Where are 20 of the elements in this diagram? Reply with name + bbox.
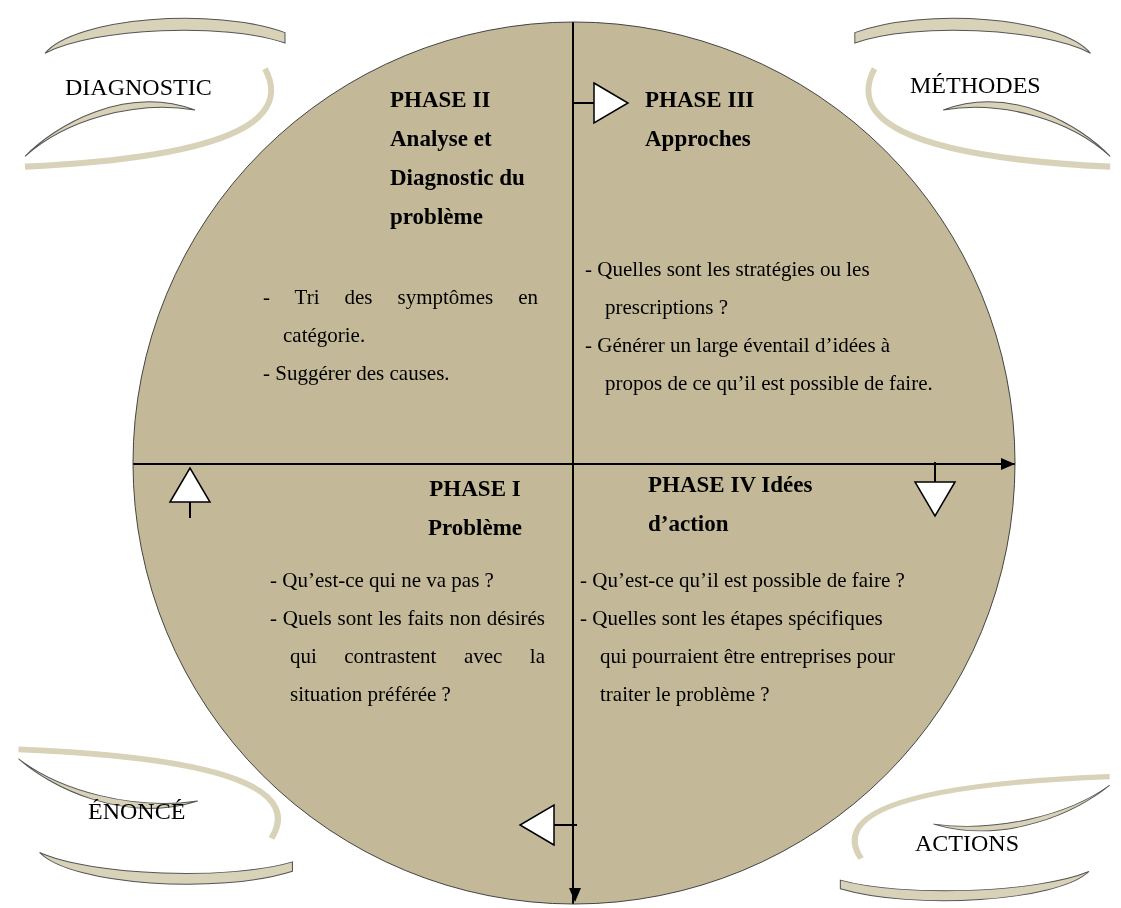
- phase-label: ACTIONS: [915, 830, 1019, 857]
- bullet-text: - Qu’est-ce qui ne va pas ?: [270, 567, 495, 594]
- bullet-text: - Qu’est-ce qu’il est possible de faire ?: [580, 567, 906, 594]
- bullet-text: - Quelles sont les stratégies ou les prescriptions ?: [585, 256, 871, 321]
- phase-heading: PHASE II Analyse et Diagnostic du problème: [390, 86, 526, 231]
- block-arrow: [169, 467, 211, 519]
- phase-label: ÉNONCÉ: [88, 798, 186, 825]
- block-arrow: [571, 82, 629, 124]
- phase-label: MÉTHODES: [910, 72, 1041, 99]
- bullet-text: - Générer un large éventail d’idées à propos de ce qu’il est possible de faire.: [585, 332, 934, 397]
- phase-label: DIAGNOSTIC: [65, 74, 212, 101]
- phase-heading: PHASE III Approches: [645, 86, 756, 153]
- bullet-text: - Quelles sont les étapes spécifiques qui pourraient être entreprises pour traiter le problème ?: [580, 605, 897, 708]
- bullet-text: - Tri des symptômes en catégorie.: [263, 284, 538, 349]
- bullet-text: - Quels sont les faits non désirés qui contrastent avec la situation préférée ?: [270, 605, 545, 708]
- bullet-text: - Suggérer des causes.: [263, 360, 451, 387]
- phase-heading: PHASE I Problème: [426, 475, 524, 542]
- block-arrow: [914, 461, 956, 517]
- phase-heading: PHASE IV Idées d’action: [648, 471, 814, 538]
- block-arrow: [519, 804, 578, 846]
